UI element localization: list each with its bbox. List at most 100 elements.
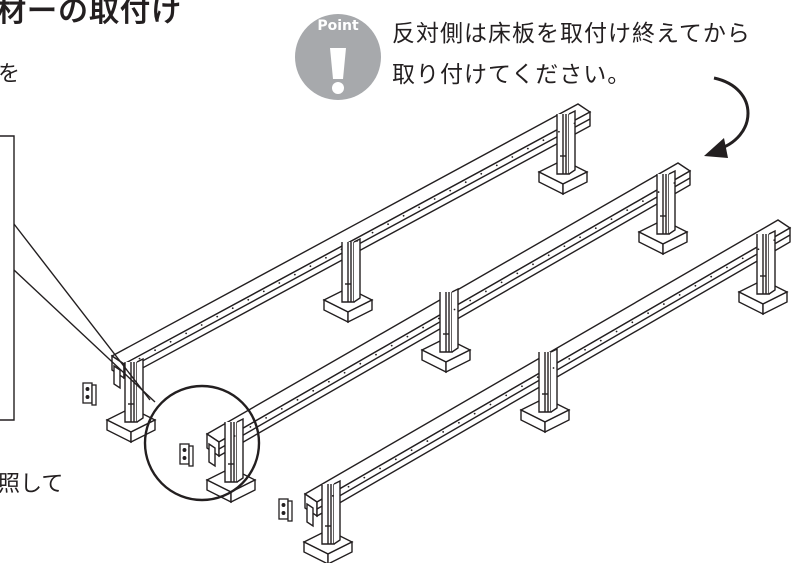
screw-hole [331,494,334,497]
screw-hole [568,357,571,360]
screw-hole [233,435,236,437]
screw-hole [154,349,156,352]
screw-hole [673,182,676,184]
screw-hole [406,335,409,338]
curved-arrow [704,76,750,158]
screw-hole [262,290,265,293]
screw-hole [359,362,362,365]
screw-hole [526,147,529,150]
screw-hole [387,223,389,226]
screw-hole [469,299,472,302]
screw-hole [547,254,550,257]
screw-hole [552,367,555,369]
screw-hole [278,282,281,284]
screw-hole [500,281,503,284]
screw-hole [247,298,250,301]
screw-hole [516,272,519,275]
screw-hole [741,257,744,260]
screw-hole [347,485,350,488]
screw-hole [480,172,483,175]
screw-hole [375,353,377,356]
screw-hole [280,407,283,410]
detail-circle [143,384,261,502]
screw-hole [532,263,534,266]
screw-hole [521,385,523,388]
screw-hole [293,273,296,276]
screw-hole [631,321,634,324]
screw-hole [169,340,172,343]
screw-hole [505,394,508,397]
screw-hole [726,266,728,269]
screw-hole [495,164,498,167]
screw-hole [536,376,539,379]
bracket-part-2 [179,443,194,467]
screw-hole [464,181,467,184]
screw-hole [710,275,713,278]
bracket-part-1 [82,382,97,406]
screw-hole [328,380,330,383]
screw-hole [422,326,424,329]
point-note-line-1: 反対側は床板を取付け終えてから [392,21,751,47]
screw-hole [678,294,681,296]
screw-hole [418,206,421,209]
point-note-line-2: 取り付けてください。 [392,62,632,88]
text-fragment-left: を [0,62,21,87]
screw-hole [216,315,219,318]
screw-hole [563,245,566,248]
screw-hole [340,248,343,251]
exclamation-icon [330,48,346,94]
screw-hole [309,265,312,268]
screw-hole [410,449,413,452]
screw-hole [449,189,452,192]
screw-hole [138,357,141,360]
detail-callout [0,135,261,502]
screw-hole [231,307,234,310]
screw-hole [615,330,618,333]
screw-hole [757,248,760,251]
screw-hole [610,218,613,221]
screw-hole [642,200,644,203]
screw-hole [647,312,649,315]
screw-hole [453,308,456,311]
screw-hole [265,417,267,419]
screw-hole [394,458,397,461]
screw-hole [296,398,299,401]
point-badge [295,14,381,100]
screw-hole [511,156,514,158]
screw-hole [558,130,560,133]
screw-hole [442,431,445,433]
screw-hole [489,403,492,406]
page-heading: 材ーの取付け [0,0,182,29]
screw-hole [200,324,203,326]
screw-hole [185,332,188,335]
screw-hole [356,240,358,242]
point-label: Point [317,18,359,34]
bracket-part-3 [278,498,293,522]
screw-hole [542,139,545,142]
screw-hole [363,476,366,479]
screw-hole [426,440,429,442]
screw-hole [390,344,393,347]
screw-hole [662,303,665,305]
screw-hole [325,256,327,259]
screw-hole [458,421,460,424]
screw-hole [694,284,697,287]
screw-hole [773,239,776,242]
screw-hole [402,214,405,217]
screw-hole [485,290,487,293]
screw-hole [573,122,576,125]
screw-hole [343,371,346,374]
screw-hole [579,236,581,239]
screw-hole [371,231,374,234]
screw-hole [433,198,436,200]
screw-hole [473,412,476,415]
screw-hole [626,209,629,212]
screw-hole [437,317,440,320]
text-fragment-reference: 照して [0,472,64,497]
screw-hole [379,467,381,470]
screw-hole [584,348,586,351]
screw-hole [594,227,597,230]
screw-hole [657,191,660,193]
